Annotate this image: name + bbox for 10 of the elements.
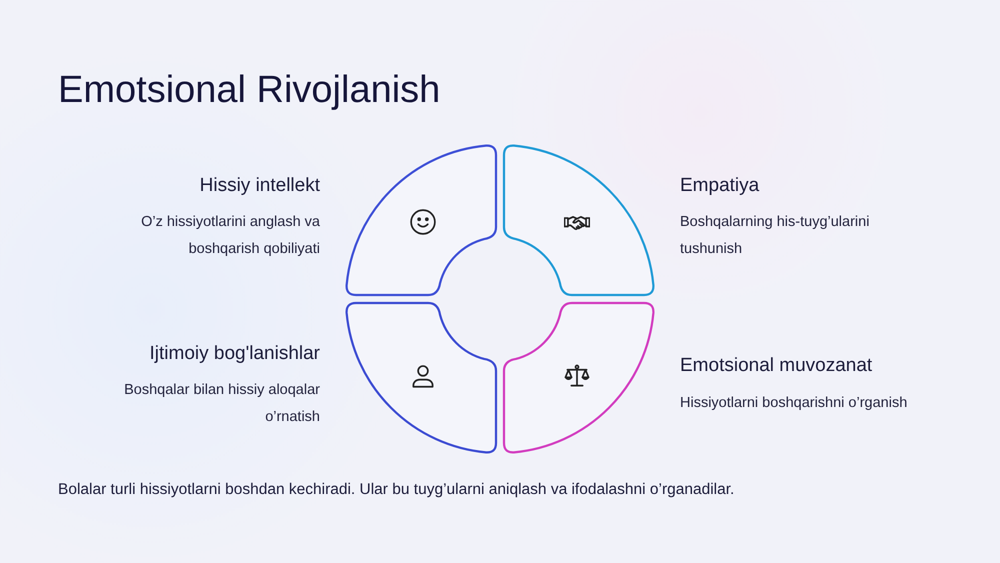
segment-description: O’z hissiyotlarini anglash va boshqarish qobiliyati: [140, 213, 320, 259]
caption-text: Bolalar turli hissiyotlarni boshdan kechiradi. Ular bu tuyg’ularni aniqlash va ifodalashni o’rganadilar.: [58, 480, 734, 500]
segment-description: Hissiyotlarni boshqarishni o’rganish: [680, 394, 908, 413]
segment-heading: Empatiya: [680, 174, 760, 198]
segment-heading: Ijtimoiy bog'lanishlar: [150, 342, 320, 366]
segment-heading: Hissiy intellekt: [200, 174, 320, 198]
segment-description: Boshqalarning his-tuyg’ularini tushunish: [680, 213, 870, 259]
segment-heading: Emotsional muvozanat: [680, 354, 872, 378]
segment-description: Boshqalar bilan hissiy aloqalar o’rnatish: [123, 381, 320, 427]
slide-title: Emotsional Rivojlanish: [58, 68, 440, 113]
